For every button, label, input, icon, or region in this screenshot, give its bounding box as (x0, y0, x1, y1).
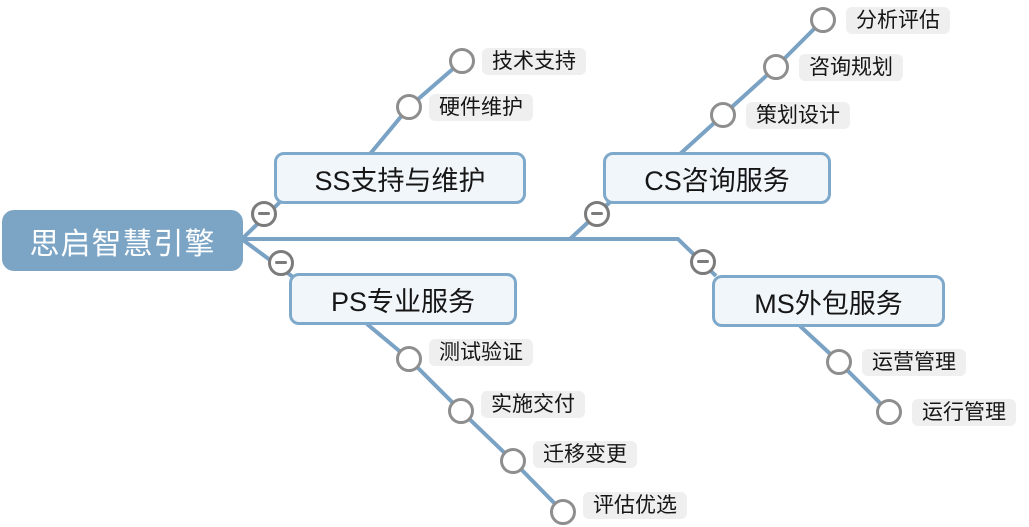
minus-icon (591, 212, 603, 215)
leaf-label[interactable]: 技术支持 (482, 48, 586, 75)
circle-icon (826, 349, 852, 375)
leaf-node-ps-3[interactable]: 迁移变更 (500, 441, 637, 474)
leaf-label[interactable]: 运营管理 (862, 349, 966, 376)
minus-icon (258, 212, 270, 215)
collapse-button-ms[interactable] (690, 249, 716, 275)
root-node[interactable]: 思启智慧引擎 (2, 210, 243, 271)
leaf-node-ms-1[interactable]: 运营管理 (826, 349, 966, 376)
leaf-node-cs-3[interactable]: 策划设计 (710, 102, 850, 129)
leaf-node-ms-2[interactable]: 运行管理 (876, 399, 1016, 426)
circle-icon (396, 346, 422, 372)
circle-icon (810, 7, 836, 33)
circle-icon (710, 102, 736, 128)
collapse-button-cs[interactable] (584, 201, 610, 227)
branch-node-ss[interactable]: SS支持与维护 (274, 152, 526, 204)
link-root-trunk-ms (243, 237, 718, 278)
circle-icon (550, 499, 576, 525)
leaf-node-ss-1[interactable]: 技术支持 (449, 48, 586, 75)
leaf-node-ps-2[interactable]: 实施交付 (448, 391, 585, 424)
leaf-label[interactable]: 分析评估 (846, 7, 950, 34)
leaf-label[interactable]: 评估优选 (583, 492, 687, 519)
circle-icon (449, 48, 475, 74)
leaf-node-ps-4[interactable]: 评估优选 (550, 492, 687, 525)
circle-icon (396, 94, 422, 120)
circle-icon (763, 54, 789, 80)
leaf-node-ps-1[interactable]: 测试验证 (396, 339, 533, 372)
link-cs-children (678, 18, 825, 156)
leaf-label[interactable]: 咨询规划 (799, 54, 903, 81)
leaf-label[interactable]: 迁移变更 (533, 441, 637, 468)
branch-node-ps[interactable]: PS专业服务 (289, 273, 517, 325)
branch-node-ms[interactable]: MS外包服务 (712, 275, 945, 327)
minus-icon (275, 261, 287, 264)
circle-icon (500, 448, 526, 474)
collapse-button-ss[interactable] (251, 201, 277, 227)
leaf-label[interactable]: 硬件维护 (429, 94, 533, 121)
minus-icon (697, 260, 709, 263)
leaf-node-ss-2[interactable]: 硬件维护 (396, 94, 533, 121)
leaf-label[interactable]: 策划设计 (746, 102, 850, 129)
branch-node-cs[interactable]: CS咨询服务 (603, 152, 831, 204)
circle-icon (448, 398, 474, 424)
collapse-button-ps[interactable] (268, 250, 294, 276)
circle-icon (876, 399, 902, 425)
leaf-label[interactable]: 测试验证 (429, 339, 533, 366)
leaf-label[interactable]: 运行管理 (912, 399, 1016, 426)
leaf-node-cs-1[interactable]: 分析评估 (810, 7, 950, 34)
leaf-node-cs-2[interactable]: 咨询规划 (763, 54, 903, 81)
leaf-label[interactable]: 实施交付 (481, 391, 585, 418)
